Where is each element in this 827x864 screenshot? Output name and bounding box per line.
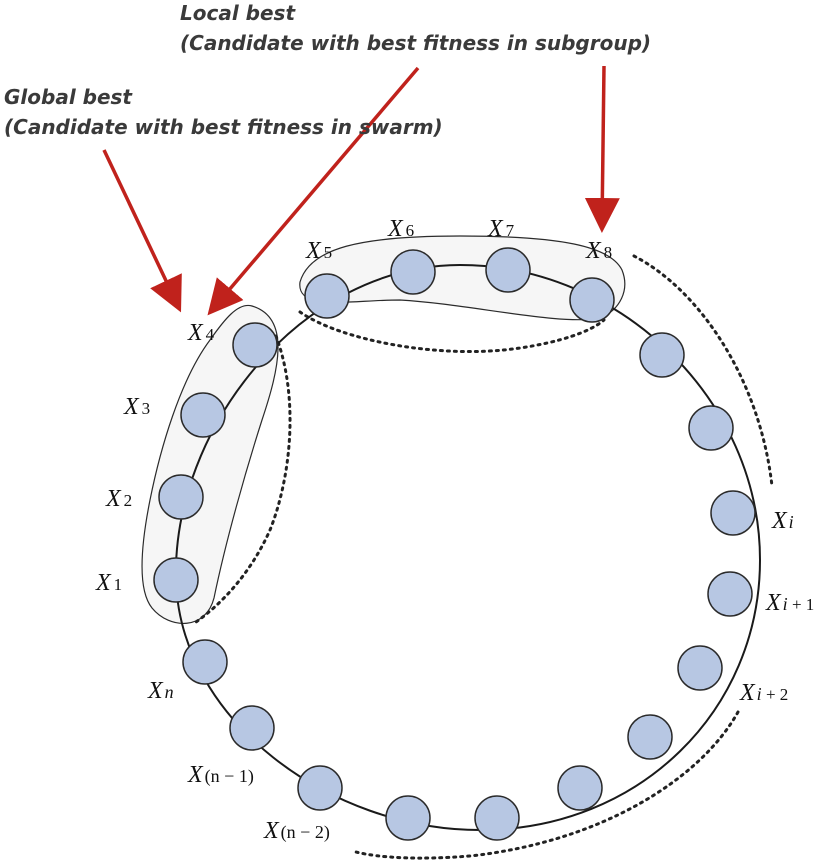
subgroup-x1-x4-outline bbox=[141, 304, 279, 624]
neighborhood-x1-x4-dotted bbox=[194, 334, 292, 624]
particle-node bbox=[474, 795, 520, 841]
particle-node bbox=[688, 405, 734, 451]
annotation-arrows bbox=[102, 65, 620, 316]
particle-x-n-minus-2 bbox=[297, 765, 343, 811]
particle-node bbox=[627, 714, 673, 760]
particle-x7 bbox=[485, 247, 531, 293]
particle-xi-plus-1 bbox=[707, 571, 753, 617]
particle-x2 bbox=[158, 474, 204, 520]
particle-node bbox=[557, 765, 603, 811]
particle-nodes bbox=[153, 247, 756, 841]
particle-xi bbox=[710, 490, 756, 536]
local-best-arrow-to-x8 bbox=[584, 65, 620, 233]
particle-x4 bbox=[232, 322, 278, 368]
particle-xi-plus-2 bbox=[677, 645, 723, 691]
particle-x6 bbox=[390, 249, 436, 295]
particle-x8 bbox=[569, 277, 615, 323]
particle-x5 bbox=[304, 273, 350, 319]
neighborhood-x5-x8-dotted bbox=[298, 310, 606, 354]
local-best-title: Local best bbox=[180, 1, 296, 25]
label-x-n-minus-2: X(n − 2) bbox=[263, 818, 330, 844]
particle-x-n-minus-1 bbox=[229, 705, 275, 751]
global-best-arrow-to-x4 bbox=[102, 149, 182, 313]
local-best-subtitle: (Candidate with best fitness in subgroup… bbox=[180, 31, 651, 55]
particle-x3 bbox=[180, 392, 226, 438]
neighborhood-xi-dotted bbox=[632, 254, 774, 488]
subgroup-x5-x8-outline bbox=[299, 235, 626, 321]
global-best-title: Global best bbox=[4, 85, 133, 109]
particle-xn bbox=[182, 639, 228, 685]
local-best-arrow-to-x4 bbox=[207, 66, 420, 316]
particle-node bbox=[385, 795, 431, 841]
global-best-subtitle: (Candidate with best fitness in swarm) bbox=[4, 115, 443, 139]
particle-x1 bbox=[153, 557, 199, 603]
particle-node bbox=[639, 332, 685, 378]
label-x-n-minus-1: X(n − 1) bbox=[187, 762, 254, 788]
neighborhood-xi2-dotted bbox=[354, 710, 740, 860]
